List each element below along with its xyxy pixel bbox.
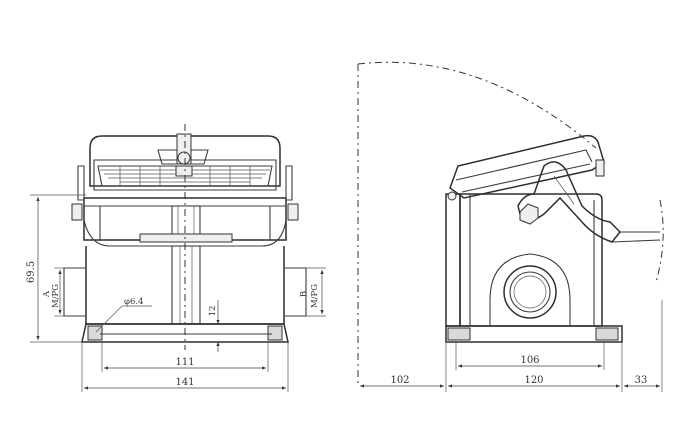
side-a-letter: A: [42, 290, 52, 298]
side-view: 106 102 120 33: [357, 61, 664, 392]
side-locking-lever: [517, 161, 661, 243]
overall-width-label: 141: [175, 377, 194, 388]
side-b-letter: B: [299, 291, 309, 297]
front-view: 69.5 A M/PG B M/PG φ6.4 12: [26, 124, 326, 392]
side-a-thread: M/PG: [51, 284, 61, 308]
right-clearance-label: 33: [635, 375, 648, 386]
front-dimensions: 69.5 A M/PG B M/PG φ6.4 12: [26, 194, 326, 392]
side-lid: [447, 134, 605, 201]
front-latch: [157, 133, 209, 177]
inner-width-label: 111: [175, 357, 194, 368]
left-clearance-label: 102: [390, 375, 409, 386]
side-dimensions: 106 102 120 33: [360, 300, 663, 392]
height-label: 69.5: [26, 261, 37, 283]
side-inner-width-label: 106: [520, 355, 539, 366]
front-hood: [83, 197, 287, 243]
lid-swing-arc: [357, 61, 597, 149]
base-thickness-label: 12: [208, 306, 218, 317]
hole-diameter-label: φ6.4: [124, 297, 143, 307]
side-body-width-label: 120: [524, 375, 543, 386]
right-swing-arc: [655, 199, 664, 283]
side-b-thread: M/PG: [310, 284, 320, 308]
